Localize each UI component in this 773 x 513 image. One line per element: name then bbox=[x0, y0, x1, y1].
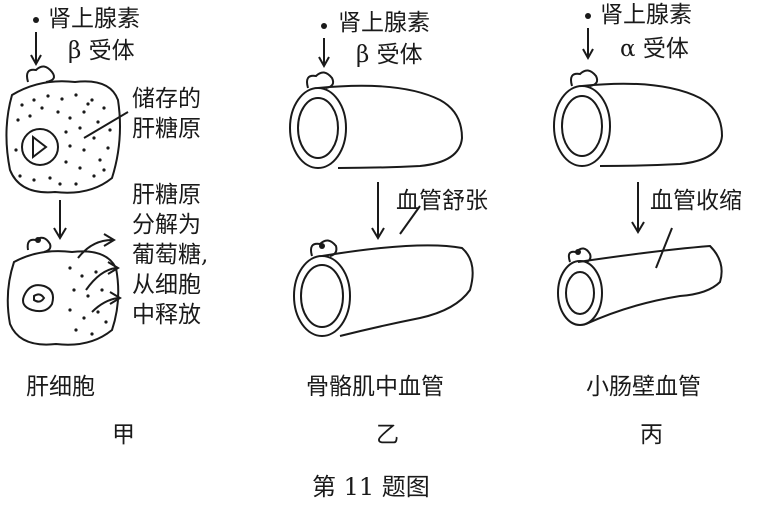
liver-transition-arrow bbox=[53, 200, 67, 240]
panel-b-label: 乙 bbox=[376, 422, 399, 448]
panel-a-label: 甲 bbox=[112, 422, 135, 448]
panel-a-stored-line2: 肝糖原 bbox=[132, 116, 201, 142]
vessel-b-bottom bbox=[293, 205, 474, 337]
vessel-c-top bbox=[553, 69, 724, 167]
dilation-arrow bbox=[371, 182, 385, 240]
liver-cell-before bbox=[5, 65, 129, 194]
panel-b-hormone: 肾上腺素 bbox=[338, 10, 430, 36]
panel-b-effect: 血管舒张 bbox=[396, 188, 488, 214]
panel-c-receptor: α 受体 bbox=[620, 36, 689, 62]
panel-c-label: 丙 bbox=[640, 422, 663, 448]
panel-a-hormone: 肾上腺素 bbox=[48, 6, 140, 32]
panel-c-hormone: 肾上腺素 bbox=[600, 2, 692, 28]
liver-cell-after bbox=[6, 233, 122, 346]
panel-a-process-line1: 肝糖原 bbox=[132, 182, 201, 208]
hormone-dot-b bbox=[321, 23, 327, 29]
panel-b-receptor: β 受体 bbox=[356, 42, 423, 68]
panel-c-effect: 血管收缩 bbox=[650, 188, 742, 214]
hormone-arrow-a bbox=[30, 32, 42, 67]
vessel-b-top bbox=[289, 71, 464, 169]
hormone-dot-a bbox=[33, 17, 39, 23]
panel-a-process-line3: 葡萄糖, bbox=[132, 242, 209, 268]
vessel-c-bottom bbox=[557, 227, 723, 326]
panel-c-vessel-name: 小肠壁血管 bbox=[586, 374, 701, 400]
panel-a-receptor: β 受体 bbox=[68, 38, 135, 64]
figure-caption: 第 11 题图 bbox=[312, 473, 430, 501]
hormone-arrow-b bbox=[318, 38, 330, 69]
panel-a-stored-line1: 储存的 bbox=[132, 86, 201, 112]
panel-a-process-line2: 分解为 bbox=[132, 212, 201, 238]
constriction-arrow bbox=[631, 182, 645, 234]
panel-a-process-line4: 从细胞 bbox=[132, 272, 201, 298]
panel-a-process-line5: 中释放 bbox=[132, 302, 201, 328]
hormone-arrow-c bbox=[582, 28, 594, 61]
panel-a-cell-name: 肝细胞 bbox=[26, 374, 95, 400]
hormone-dot-c bbox=[585, 13, 591, 19]
panel-b-vessel-name: 骨骼肌中血管 bbox=[306, 374, 444, 400]
